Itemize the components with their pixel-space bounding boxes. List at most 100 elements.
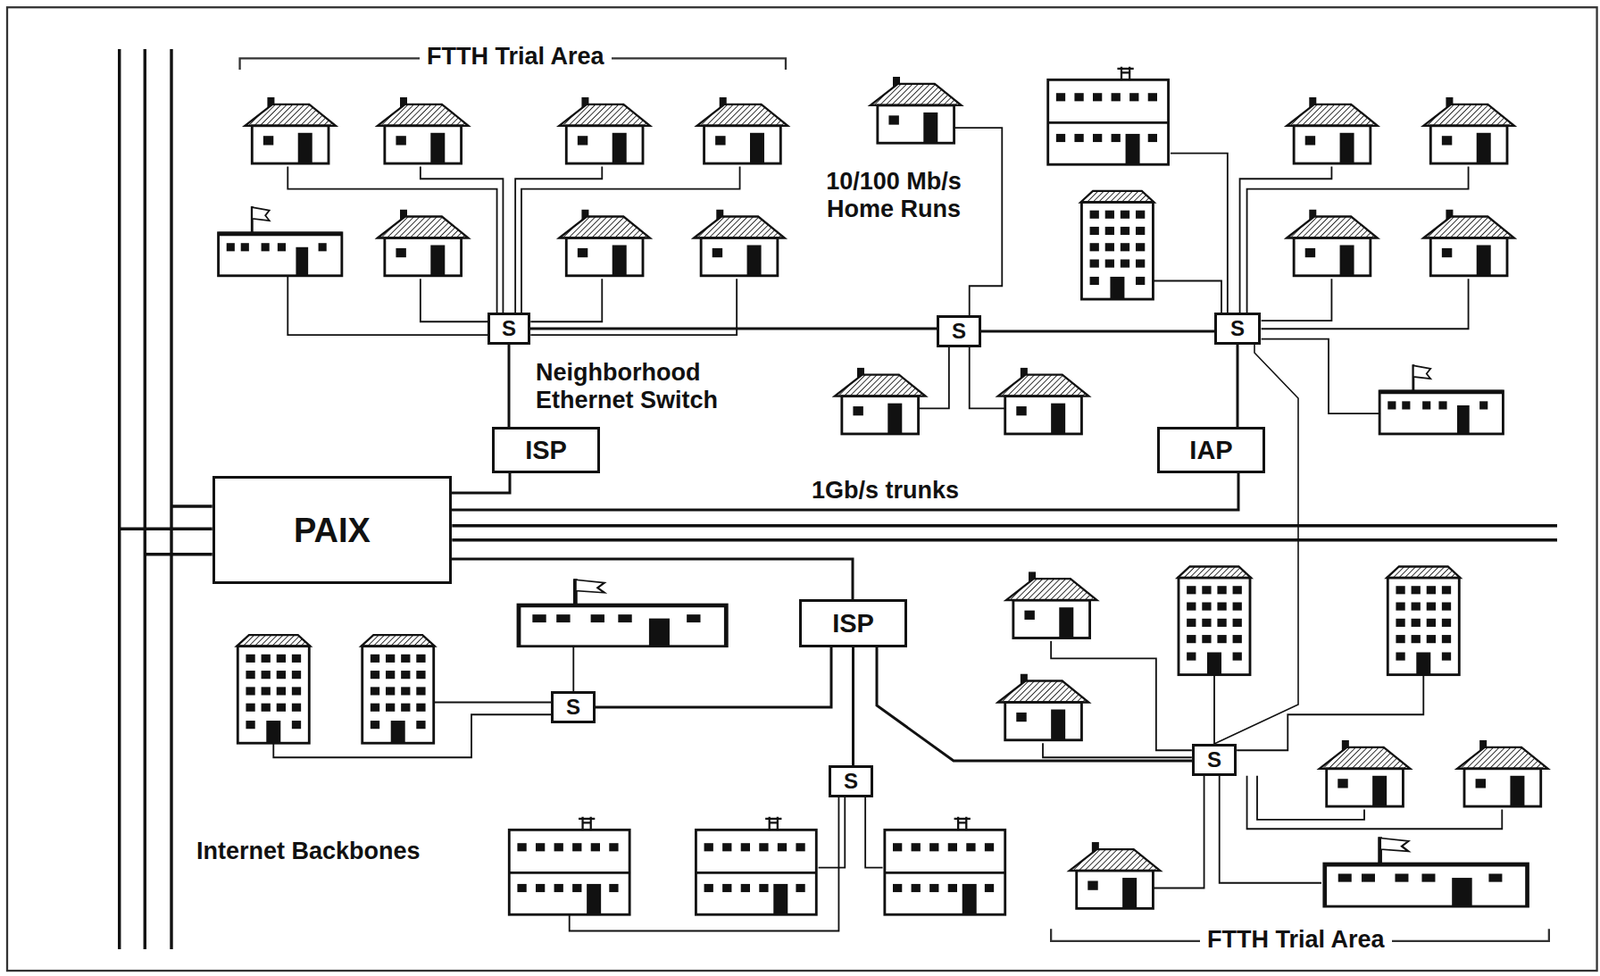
ethernet-switch: S <box>828 765 874 798</box>
connector-line <box>876 647 1192 761</box>
home-run-wire <box>954 127 1003 316</box>
connector-line <box>451 473 510 493</box>
house <box>693 209 785 276</box>
trunk-connector <box>451 473 510 493</box>
node-label: S <box>501 317 517 340</box>
node-label: ISP <box>525 437 567 464</box>
connector-line <box>1236 344 1240 427</box>
link-note: 1Gb/s trunks <box>811 476 959 505</box>
trunk-connector <box>451 473 1239 510</box>
home-run-wire <box>1213 675 1216 745</box>
apartment-tower <box>1386 566 1460 675</box>
house <box>377 97 469 164</box>
apartment-tower <box>1080 191 1154 300</box>
trunk-connector <box>508 344 510 427</box>
ethernet-switch: S <box>936 315 982 348</box>
connector-line <box>508 344 511 427</box>
ethernet-switch: S <box>1191 743 1237 776</box>
ethernet-switch: S <box>487 312 531 345</box>
house <box>1286 97 1378 164</box>
ethernet-switch: S <box>1214 312 1261 345</box>
callout-label: Internet Backbones <box>196 837 431 866</box>
apartment-tower <box>236 634 310 743</box>
home-run-wire <box>572 646 575 692</box>
node-label: IAP <box>1189 437 1233 464</box>
paix-exchange: PAIX <box>212 475 452 584</box>
house <box>1006 571 1098 638</box>
house <box>697 97 789 164</box>
home-run-wire <box>1261 278 1333 321</box>
connector-line <box>981 330 1215 334</box>
home-run-wire <box>1219 775 1322 884</box>
frame <box>7 7 1598 971</box>
trunk-connector <box>530 328 937 330</box>
node-label: S <box>1207 749 1222 771</box>
trunk-connector <box>876 647 1192 761</box>
iap-box: IAP <box>1157 426 1266 474</box>
school <box>218 206 342 276</box>
school <box>1379 364 1503 434</box>
trunk-connector <box>981 331 1215 333</box>
home-run-wire <box>1261 278 1469 329</box>
connector-line <box>451 473 1239 510</box>
callout-label: Neighborhood Ethernet Switch <box>535 358 804 415</box>
factory <box>695 816 817 916</box>
node-label: S <box>1230 317 1245 340</box>
home-run-wire <box>865 797 883 868</box>
node-label: PAIX <box>293 513 371 548</box>
house <box>1423 97 1515 164</box>
node-label: S <box>951 320 967 342</box>
home-run-wire <box>420 278 488 322</box>
area-label: FTTH Trial Area <box>419 42 612 71</box>
house <box>1457 740 1549 807</box>
node-label: S <box>843 770 859 792</box>
ethernet-switch: S <box>550 691 596 724</box>
connector-line <box>530 327 937 331</box>
connector-line <box>595 647 832 708</box>
home-run-wire <box>1261 339 1381 414</box>
home-run-wire <box>918 347 950 409</box>
home-run-wire <box>818 797 846 868</box>
connector-line <box>451 558 853 600</box>
house <box>998 367 1090 434</box>
house <box>377 209 469 276</box>
house <box>1423 209 1515 276</box>
factory <box>884 816 1006 916</box>
apartment-tower <box>361 634 435 743</box>
home-run-wire <box>1170 153 1228 314</box>
home-run-wire <box>969 347 1006 409</box>
house <box>998 674 1090 741</box>
house <box>1069 841 1161 909</box>
home-run-wire <box>287 275 488 335</box>
house <box>870 76 962 143</box>
house <box>834 367 926 434</box>
connector-line <box>1214 344 1299 744</box>
connector-line <box>851 647 855 766</box>
house <box>1286 209 1378 276</box>
house <box>558 209 650 276</box>
area-label: FTTH Trial Area <box>1200 925 1392 954</box>
school <box>518 578 726 647</box>
home-run-wire <box>1152 281 1222 315</box>
home-run-wire <box>530 278 602 322</box>
trunk-connector <box>595 647 832 708</box>
trunk-connector <box>1237 344 1239 427</box>
isp-box: ISP <box>491 426 600 474</box>
home-run-wires <box>273 127 1502 931</box>
house <box>1319 740 1411 807</box>
node-label: S <box>566 696 581 718</box>
factory <box>1048 66 1169 166</box>
trunk-connector <box>852 647 854 766</box>
factory <box>508 816 630 916</box>
home-run-wire <box>1042 742 1192 758</box>
school <box>1325 836 1528 907</box>
trunk-connector <box>451 558 853 600</box>
node-label: ISP <box>832 610 875 637</box>
apartment-tower <box>1177 566 1251 675</box>
home-run-wire <box>1236 675 1424 751</box>
backbone-lines <box>119 49 1558 950</box>
fiber-connector <box>1214 344 1299 744</box>
home-run-wire <box>433 701 551 704</box>
home-run-wire <box>530 278 737 335</box>
house <box>558 97 650 164</box>
